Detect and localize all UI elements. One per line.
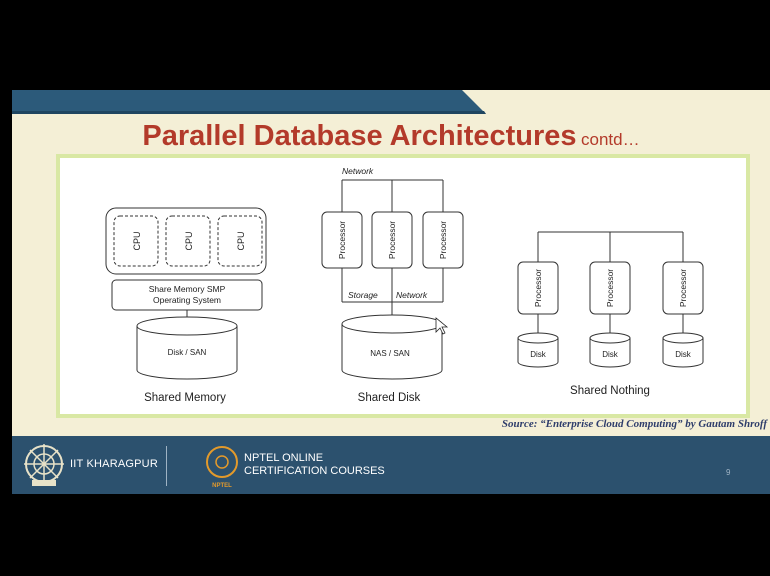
disk-cylinder <box>341 314 443 380</box>
institute-name: IIT KHARAGPUR <box>70 458 158 470</box>
processor-label: Processor <box>337 221 347 259</box>
disk-label: Disk <box>530 350 547 359</box>
processor-label: Processor <box>605 269 615 307</box>
slide-title-suffix: contd… <box>581 130 640 149</box>
cpu-label: CPU <box>236 231 246 250</box>
shared-memory-diagram: CPU CPU CPU Share Memory SMP Operating S… <box>105 207 267 404</box>
iit-kharagpur-logo-icon <box>24 444 64 486</box>
top-band <box>12 90 486 114</box>
shared-disk-diagram: Network Processor Processor Processor St… <box>321 166 464 404</box>
diagram-frame: CPU CPU CPU Share Memory SMP Operating S… <box>56 154 750 418</box>
caption-shared-disk: Shared Disk <box>358 392 421 404</box>
source-citation: Source: “Enterprise Cloud Computing” by … <box>501 418 767 430</box>
disk-cylinder <box>517 332 559 368</box>
disk-cylinder <box>589 332 631 368</box>
course-line-2: CERTIFICATION COURSES <box>244 465 385 477</box>
caption-shared-nothing: Shared Nothing <box>570 385 650 397</box>
smp-os-line2: Operating System <box>153 295 221 305</box>
disk-label: Disk <box>675 350 692 359</box>
disk-cylinder <box>136 316 238 380</box>
network-label: Network <box>342 166 374 176</box>
course-line-1: NPTEL ONLINE <box>244 452 324 464</box>
shared-nothing-diagram: Processor Processor Processor Disk Disk <box>517 231 704 397</box>
disk-label: Disk <box>602 350 619 359</box>
cpu-label: CPU <box>184 231 194 250</box>
processor-label: Processor <box>678 269 688 307</box>
cpu-label: CPU <box>132 231 142 250</box>
processor-label: Processor <box>438 221 448 259</box>
storage-network-label: Network <box>396 290 428 300</box>
storage-label: Storage <box>348 290 378 300</box>
cpu-box <box>217 215 263 267</box>
cpu-box <box>165 215 211 267</box>
caption-shared-memory: Shared Memory <box>144 392 226 404</box>
slide-number: 9 <box>726 468 731 477</box>
footer-divider <box>166 446 167 486</box>
disk-label: Disk / SAN <box>168 348 207 357</box>
cpu-box <box>113 215 159 267</box>
mouse-cursor-icon <box>435 317 449 335</box>
nptel-mark: NPTEL <box>212 483 232 489</box>
footer-bar: IIT KHARAGPUR NPTEL NPTEL ONLINE CERTIFI… <box>12 436 770 494</box>
disk-label: NAS / SAN <box>370 349 410 358</box>
processor-label: Processor <box>387 221 397 259</box>
slide: Parallel Database Architectures contd… C… <box>12 90 770 494</box>
disk-cylinder <box>662 332 704 368</box>
processor-label: Processor <box>533 269 543 307</box>
slide-title-main: Parallel Database Architectures <box>142 120 577 152</box>
smp-os-line1: Share Memory SMP <box>149 284 226 294</box>
slide-title: Parallel Database Architectures contd… <box>12 120 770 153</box>
nptel-logo-icon: NPTEL <box>206 446 238 489</box>
